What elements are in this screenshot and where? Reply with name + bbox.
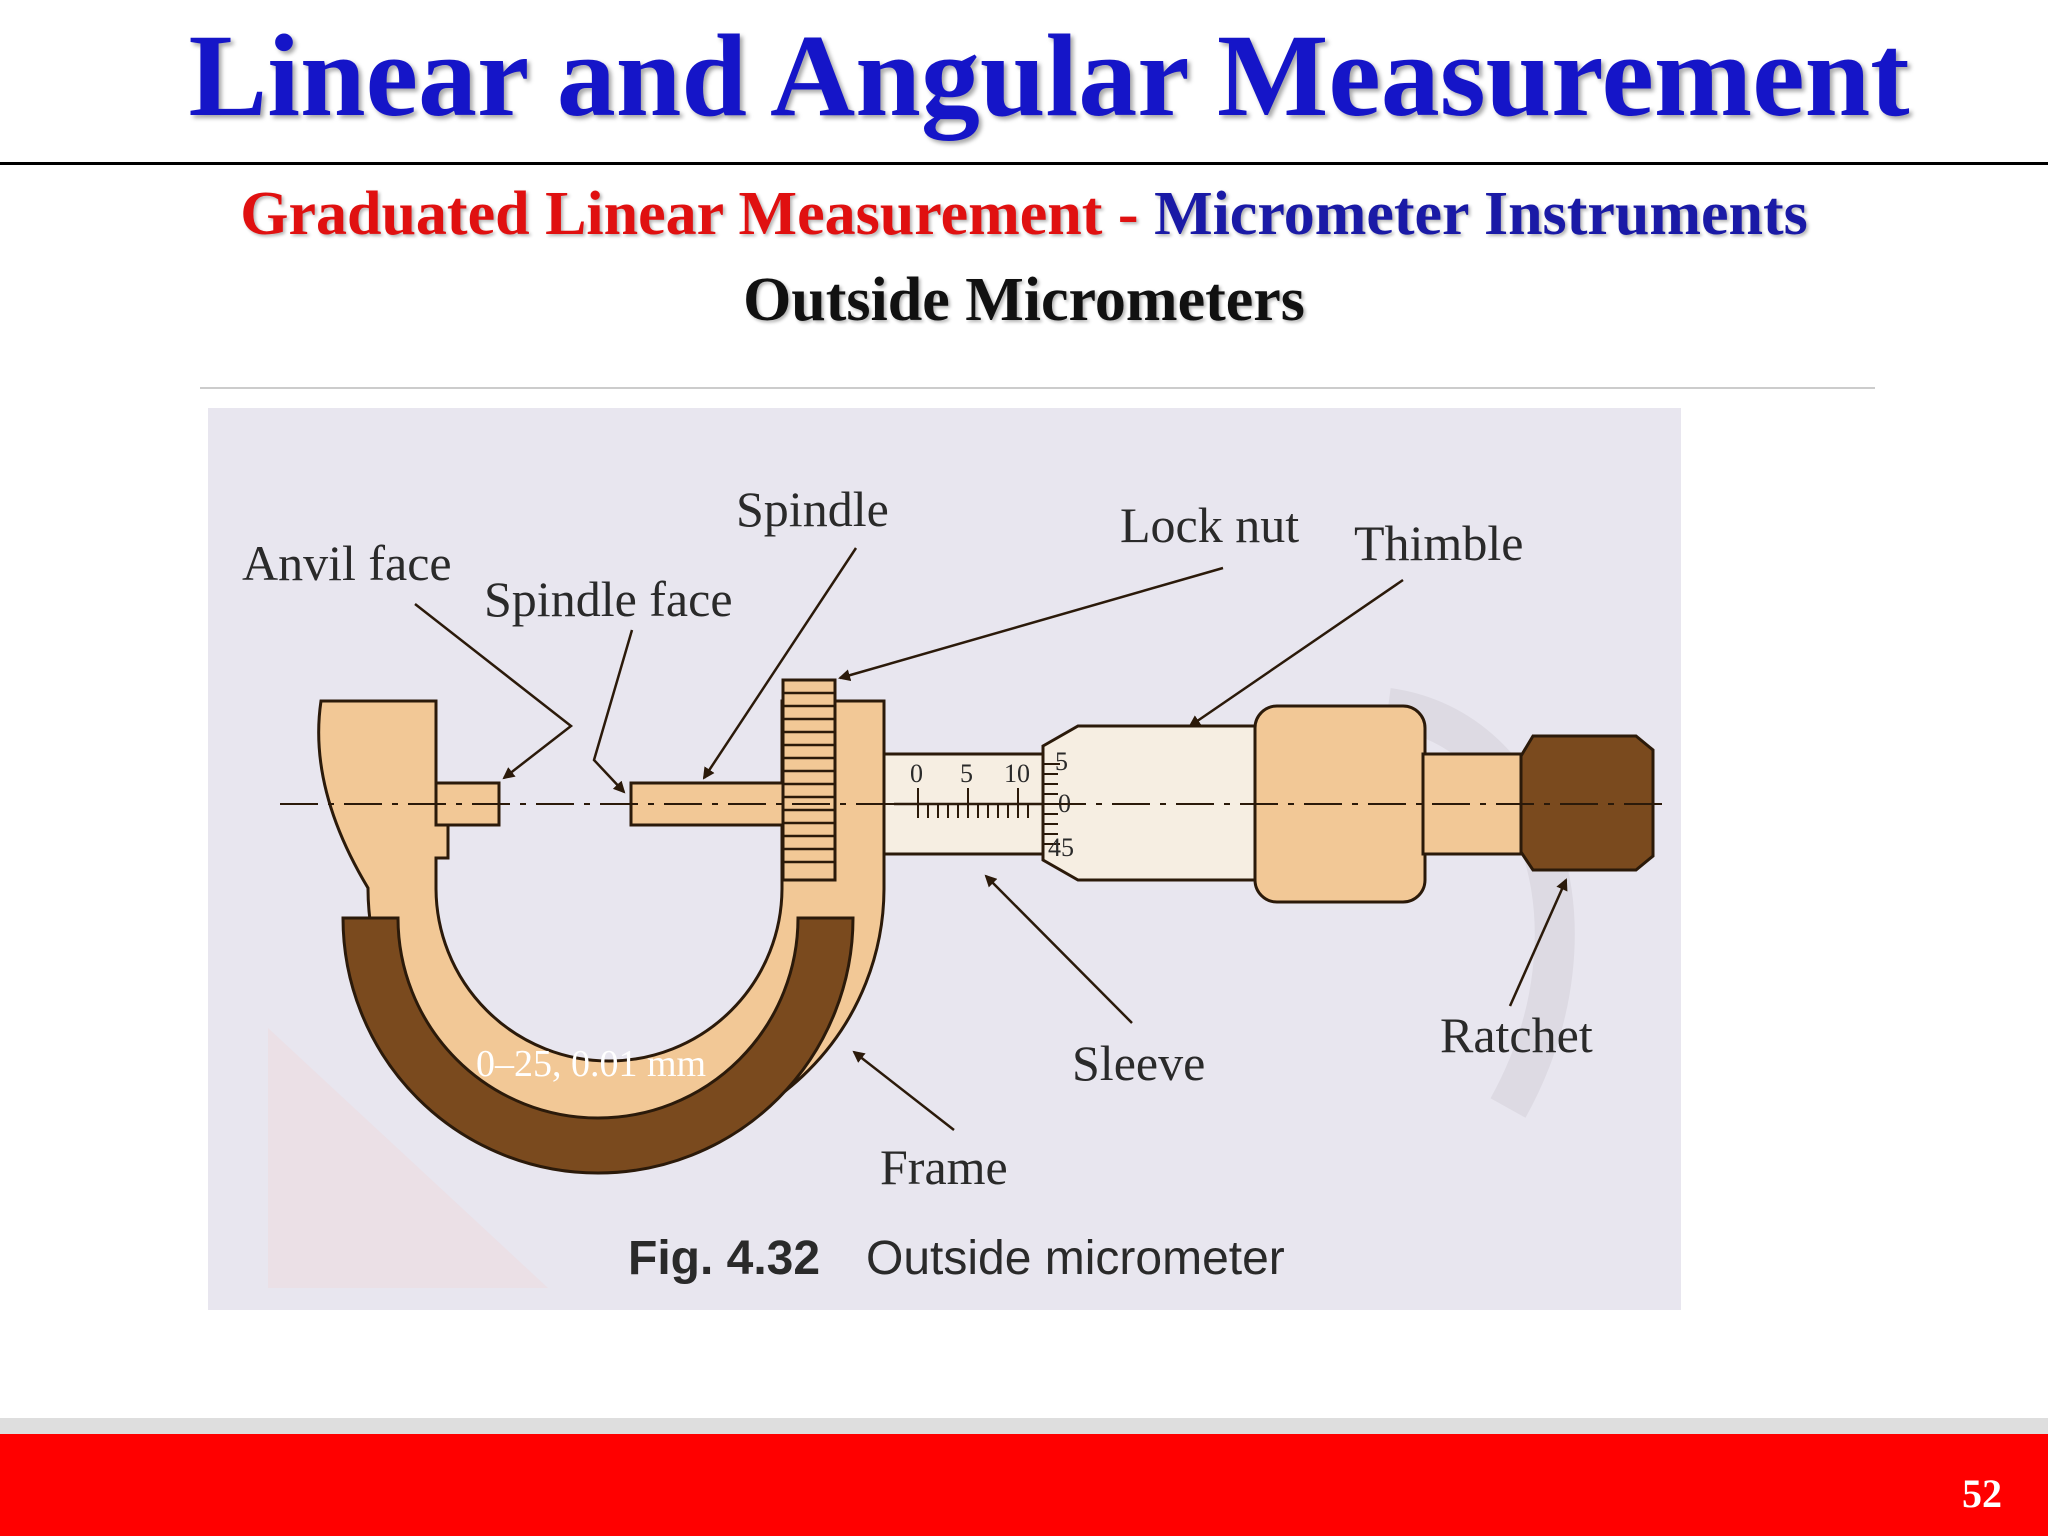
- lock-nut: [781, 678, 837, 882]
- figure-caption-number: Fig. 4.32: [628, 1232, 820, 1285]
- figure-background: [208, 408, 1681, 1310]
- figure-caption-text: Outside micrometer: [866, 1232, 1285, 1285]
- subtitle-separator: -: [1102, 180, 1155, 248]
- slide-subheading: Outside Micrometers: [743, 266, 1305, 334]
- ratchet-arrow: [1508, 878, 1568, 1007]
- subtitle-part-blue: Micrometer Instruments: [1154, 180, 1808, 248]
- thimble-scale-label: 5: [1055, 747, 1068, 776]
- lock-nut-arrow: [838, 566, 1224, 682]
- spindle-face-label: Spindle face: [484, 571, 733, 627]
- sleeve-scale-label: 0: [910, 759, 923, 788]
- anvil-face-arrow: [414, 603, 574, 780]
- thimble-scale-label: 45: [1048, 833, 1074, 862]
- frame-range-label: 0–25, 0.01 mm: [476, 1043, 706, 1085]
- sleeve-label: Sleeve: [1072, 1035, 1205, 1091]
- frame-dark-band: [341, 916, 855, 1175]
- lock-nut-label: Lock nut: [1120, 497, 1299, 553]
- sleeve-scale-label: 5: [960, 759, 973, 788]
- sleeve-scale-label: 10: [1004, 759, 1030, 788]
- thimble: 5 0 45: [1041, 704, 1525, 904]
- thimble-arrow: [1188, 578, 1404, 728]
- slide-title: Linear and Angular Measurement: [188, 10, 1910, 141]
- spindle-face-arrow: [592, 629, 634, 794]
- slide-subtitle: Graduated Linear Measurement - Micromete…: [0, 176, 2048, 252]
- spindle-arrow: [702, 547, 858, 780]
- footer-gray-strip: [0, 1418, 2048, 1434]
- micrometer-figure: 0–25, 0.01 mm: [208, 408, 1681, 1310]
- background-shape: [268, 1028, 548, 1288]
- footer-bar: [0, 1434, 2048, 1536]
- sleeve-arrow: [984, 874, 1133, 1024]
- micrometer-diagram: 0–25, 0.01 mm: [208, 408, 1681, 1310]
- ratchet-label: Ratchet: [1440, 1007, 1593, 1063]
- subtitle-part-red: Graduated Linear Measurement: [240, 180, 1103, 248]
- thimble-label: Thimble: [1354, 515, 1523, 571]
- spindle-label: Spindle: [736, 481, 889, 537]
- anvil-face-label: Anvil face: [242, 535, 452, 591]
- frame-arrow: [852, 1050, 955, 1131]
- title-divider: [0, 162, 2048, 165]
- page-number: 52: [1962, 1471, 2002, 1516]
- frame-label: Frame: [880, 1139, 1008, 1195]
- content-divider: [200, 387, 1875, 389]
